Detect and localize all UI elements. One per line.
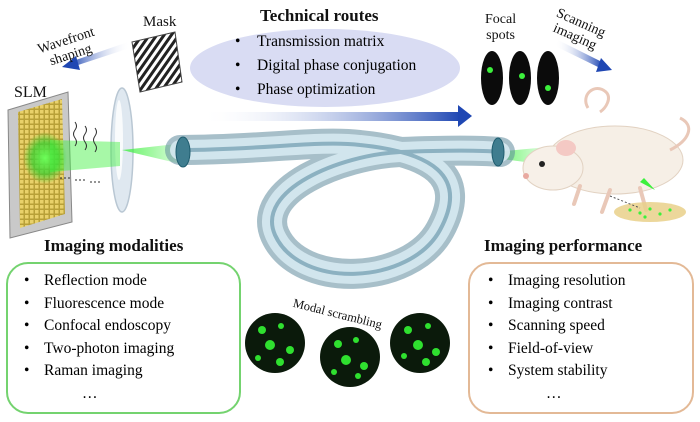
routes-arrow [200, 105, 472, 127]
beam-slm-lens [50, 140, 120, 172]
mask-label: Mask [143, 14, 177, 30]
performance-item: Imaging resolution [486, 270, 626, 293]
imaging-performance-title: Imaging performance [484, 236, 643, 255]
performance-item: Field-of-view [486, 338, 626, 361]
modality-item: Two-photon imaging [22, 338, 174, 361]
modality-item: Fluorescence mode [22, 293, 174, 316]
imaging-performance-list: Imaging resolution Imaging contrast Scan… [486, 270, 626, 405]
technical-route-item: Digital phase conjugation [231, 54, 416, 78]
focal-spots-label: Focal spots [485, 12, 516, 44]
focal-spots-line-2: spots [486, 28, 515, 43]
technical-route-item: Transmission matrix [231, 30, 416, 54]
performance-item: System stability [486, 360, 626, 383]
performance-item: Imaging contrast [486, 293, 626, 316]
modality-more: … [82, 384, 98, 402]
focal-spots-line-1: Focal [485, 12, 517, 27]
focal-spot-images [481, 51, 559, 105]
mouse-illustration [522, 86, 691, 222]
optical-fiber [165, 128, 515, 289]
wavefront-lines [60, 121, 100, 183]
imaging-modalities-title: Imaging modalities [44, 236, 184, 255]
wavefront-arrow [62, 42, 130, 70]
mask-pattern [131, 31, 183, 93]
slm-label: SLM [14, 84, 47, 101]
performance-item: Scanning speed [486, 315, 626, 338]
technical-route-item: Phase optimization [231, 78, 416, 102]
modality-item: Raman imaging [22, 360, 174, 383]
scanning-arrow [555, 40, 612, 72]
speckle-patterns [245, 313, 450, 387]
modality-item: Reflection mode [22, 270, 174, 293]
modality-item: Confocal endoscopy [22, 315, 174, 338]
technical-routes-list: Transmission matrix Digital phase conjug… [231, 30, 416, 102]
technical-routes-title: Technical routes [260, 6, 379, 25]
slm-panel [7, 91, 73, 239]
imaging-modalities-list: Reflection mode Fluorescence mode Confoc… [22, 270, 174, 405]
performance-more: … [546, 384, 562, 402]
